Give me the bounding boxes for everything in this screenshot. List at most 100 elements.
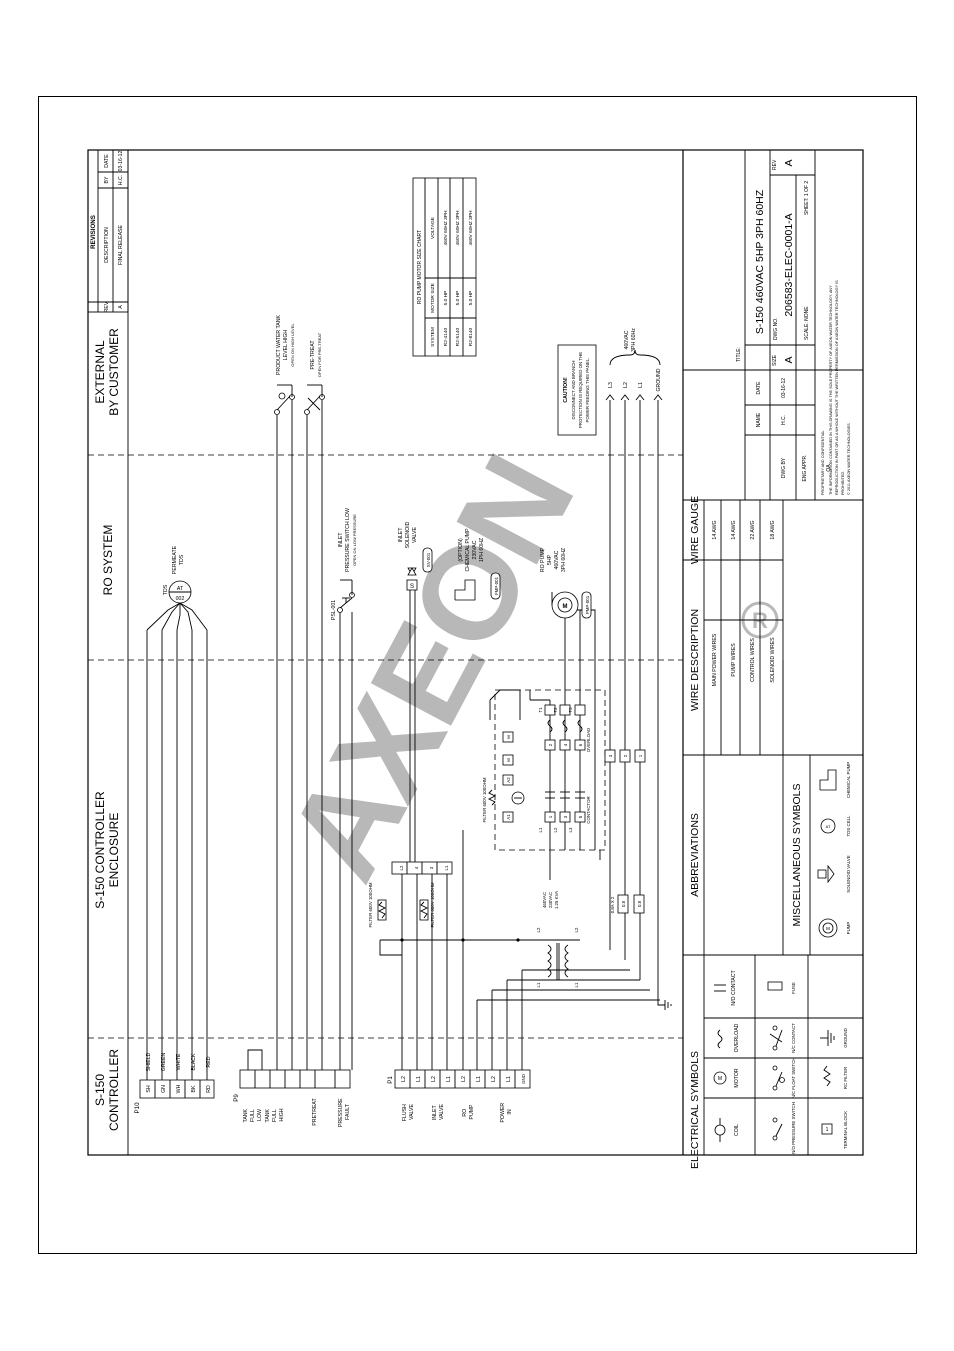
tds-legend-icon: AT [820, 818, 836, 834]
block-pin-l1: L1 [444, 865, 449, 870]
sym-motor: MOTOR [734, 1068, 740, 1087]
motor-r2-system: R2-5140 [455, 327, 461, 346]
cont-in-l3: L3 [568, 827, 573, 832]
supply-phase: 3PH 60Hz [631, 328, 637, 352]
wire-2-gauge: 14 AWG [731, 520, 737, 539]
terminal-block-4: L2 4 3 L1 [391, 861, 453, 875]
p10-wire-green: GREEN [161, 1053, 167, 1072]
caution-3: POWER FEEDING THIS PANEL. [585, 358, 590, 423]
p1-pin-7: L2 [491, 1076, 497, 1082]
p9-wiring [276, 400, 353, 1070]
contactor-coil-icon: A2 A1 [502, 774, 525, 823]
chem-3: 230VAC [472, 540, 478, 559]
input-tank-high-2: FULL [272, 1109, 278, 1122]
motor-r2-size: 5.0 HP [455, 291, 461, 306]
p10-wire-white: WHITE [176, 1053, 182, 1070]
filter-1-label: FILTER 600V 100OHM [368, 882, 373, 927]
terminal-block-p10: P10 SH GN WH BK RD SHIELD GREEN WHITE BL… [134, 1052, 215, 1114]
supply-voltage: 460VAC [624, 330, 630, 349]
chem-2: CHEMICAL PUMP [465, 528, 471, 572]
dwg-no: 206583-ELEC-0001-A [783, 213, 795, 316]
chemical-pump-icon [454, 579, 476, 601]
rev-row-date: 03-16-12 [118, 151, 124, 172]
trans-label-3: 1.25 KVA [554, 891, 559, 909]
motor-r1-size: 5.0 HP [443, 291, 449, 306]
terminal-block-p1: P1 L2 L1 L2 L1 L2 L1 L2 L1 GND [387, 1069, 531, 1089]
section-enclosure-line1: S-150 CONTROLLER [93, 791, 107, 909]
electrical-symbols: COIL M MOTOR OVERLOAD N/O CONTACT N/O PR… [704, 955, 863, 1155]
pretreat-switch-icon [304, 384, 325, 415]
pretreat-label: PRE-TREAT OPEN FOR PRE-TREAT [310, 332, 322, 377]
caution-2: PROTECTION IS REQUIRED ON THE [578, 352, 583, 428]
ro-pump-label: RO PUMP 5HP 460VAC 3PH 60HZ [540, 547, 567, 572]
p1-output-labels: FLUSH VALVE INLET VALVE RO PUMP POWER IN [402, 1103, 513, 1123]
float-switch-icon [274, 384, 295, 415]
ro-pump-3: 460VAC [554, 550, 560, 569]
line-l1: L1 [638, 382, 644, 388]
input-tank-low-3: LOW [257, 1109, 263, 1121]
svg-text:1: 1 [826, 1127, 829, 1133]
psl-tag: PSL-001 [331, 600, 337, 620]
permeate-label-1: PERMEATE [172, 545, 178, 574]
p10-wire-shield: SHIELD [146, 1052, 152, 1071]
legend-area: ELECTRICAL SYMBOLS ABBREVIATIONS WIRE DE… [682, 150, 863, 1169]
misc-pump: PUMP [846, 922, 851, 935]
dwg-by-date: 03-16-12 [781, 378, 787, 398]
p1-pin-4: L1 [446, 1076, 452, 1082]
terminal-legend-icon: 1 [821, 1123, 833, 1135]
p10-wire-black: BLACK [191, 1053, 197, 1071]
ro-pump-1: RO PUMP [540, 547, 546, 572]
date-label: DATE [756, 381, 762, 395]
svg-text:PRESSURE FAULT: PRESSURE FAULT [338, 1097, 351, 1127]
p10-label: P10 [134, 1102, 141, 1114]
caution-1: DISCONNECT AND BRANCH [571, 361, 576, 420]
block-pin-4: 4 [414, 866, 419, 869]
power-terminals: 3 2 1 [604, 749, 646, 763]
output-power-2: IN [507, 1109, 513, 1114]
output-power-1: POWER [500, 1103, 506, 1123]
ol-pin-96: 96 [506, 734, 511, 739]
fuse-1-value: 0.8 [621, 900, 626, 907]
rev-row-desc: FINAL RELEASE [118, 225, 124, 265]
wire-4-gauge: 18 AWG [770, 520, 776, 539]
solenoid-valve-icon: S [406, 567, 418, 591]
output-flush-1: FLUSH [402, 1104, 408, 1121]
cont-top-1: 1 [548, 815, 553, 818]
pressure-switch-legend-icon [772, 1117, 783, 1141]
trans-pin-l1-a: L1 [536, 982, 541, 987]
svg-text:RO PUMP: RO PUMP [462, 1104, 475, 1120]
permeate-label-2: TDS [179, 554, 185, 565]
sym-overload: OVERLOAD [734, 1023, 740, 1052]
motor-header-voltage: VOLTAGE [430, 217, 436, 239]
svg-text:AT: AT [826, 824, 831, 829]
cont-mid-2: 2 [548, 743, 553, 746]
confidential-5: © 2011 AXEON WATER TECHNOLOGIES [847, 423, 851, 495]
confidential-3: REPRODUCTION IN PART OR AS A WHOLE WITHO… [835, 280, 839, 495]
p10-pin-rd: RD [206, 1085, 212, 1093]
scale-value: SCALE: NONE [804, 306, 810, 340]
sym-fuse: FUSE [791, 982, 796, 994]
ground-legend-icon [820, 1030, 835, 1046]
motor-r1-system: R2-4140 [443, 327, 449, 346]
wire-desc-title: WIRE DESCRIPTION [689, 609, 701, 711]
chem-1: (OPTION) [458, 538, 464, 562]
power-term-3: 3 [608, 754, 613, 757]
rev-header-desc: DESCRIPTION [104, 227, 110, 263]
line-l2: L2 [623, 382, 629, 388]
misc-title: MISCELLANEOUS SYMBOLS [791, 784, 803, 927]
sym-rc-filter: RC FILTER [843, 1067, 848, 1089]
section-external-line1: EXTERNAL [93, 340, 107, 404]
motor-r3-size: 5.0 HP [468, 291, 474, 306]
p10-pin-sh: SH [146, 1085, 152, 1092]
tds-number: 002 [176, 596, 185, 602]
input-tank-low-1: TANK [243, 1108, 249, 1122]
p9-input-labels: TANK FULL LOW TANK FULL HIGH PRETREAT PR… [243, 1097, 351, 1127]
misc-tds: TDS CELL [846, 815, 851, 837]
cont-top-3: 3 [563, 815, 568, 818]
enclosure-wiring [379, 400, 672, 1070]
motor-size-chart: RO PUMP MOTOR SIZE CHART SYSTEM MOTOR SI… [412, 177, 477, 357]
revisions-block: REVISIONS REV DESCRIPTION BY DATE A FINA… [87, 149, 129, 313]
input-tank-high-1: TANK [265, 1108, 271, 1122]
sym-ground: GROUND [843, 1028, 848, 1048]
pretreat-2: OPEN FOR PRE-TREAT [317, 332, 322, 377]
